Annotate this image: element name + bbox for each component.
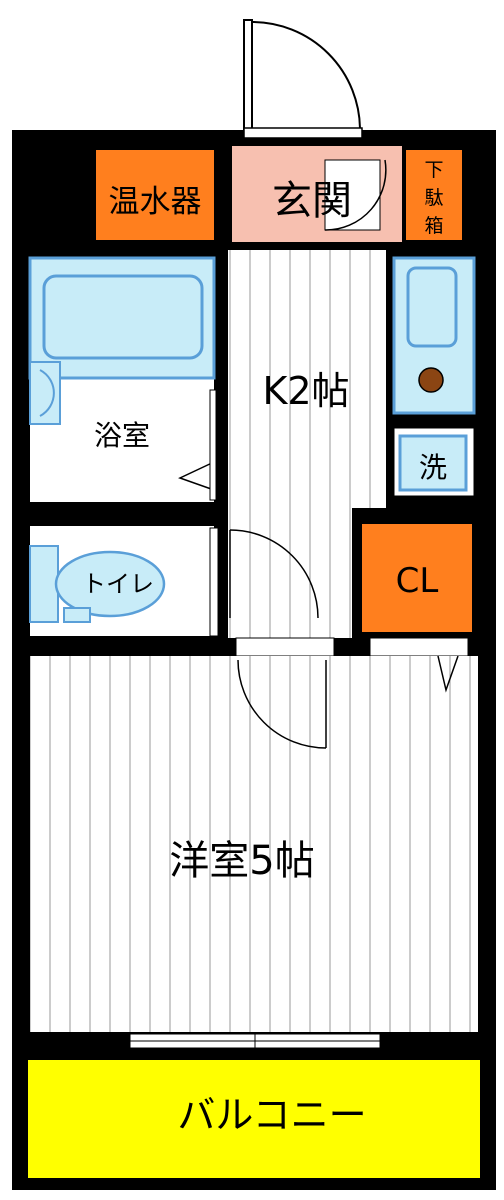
western-room: [30, 656, 478, 1032]
water-heater-label: 温水器: [109, 184, 202, 220]
water-heater: [96, 150, 214, 240]
bathroom-door-mark: [178, 461, 215, 491]
shoe-box-label-2: 駄: [424, 187, 443, 209]
balcony-label: バルコニー: [177, 1093, 366, 1137]
toilet-tank: [29, 545, 59, 623]
shoe-box-label-1: 下: [424, 159, 443, 181]
closet-label: CL: [396, 561, 439, 601]
bathroom-label: 浴室: [94, 419, 150, 452]
entrance-door: [243, 19, 363, 139]
washer-label: 洗: [419, 451, 447, 484]
closet-door-mark: [437, 655, 459, 693]
toilet-label: トイレ: [82, 570, 154, 598]
shoe-box: [406, 150, 462, 240]
entrance-label: 玄関: [272, 178, 352, 224]
balcony-floor: [28, 1060, 480, 1178]
kitchen-label: K2帖: [262, 369, 349, 413]
stove-knob: [418, 367, 444, 393]
room-door-swing: [237, 659, 327, 749]
toilet-bowl: [54, 550, 166, 618]
bathtub-basin: [42, 274, 204, 360]
kitchen-sink: [406, 266, 458, 348]
western-room-label: 洋室5帖: [169, 838, 314, 884]
closet: [362, 524, 472, 632]
shoe-box-label-3: 箱: [424, 215, 443, 237]
bath-sink: [29, 361, 61, 425]
washer-pan: [398, 434, 468, 492]
toilet-door-swing: [229, 529, 319, 619]
entrance-step: [324, 159, 381, 231]
